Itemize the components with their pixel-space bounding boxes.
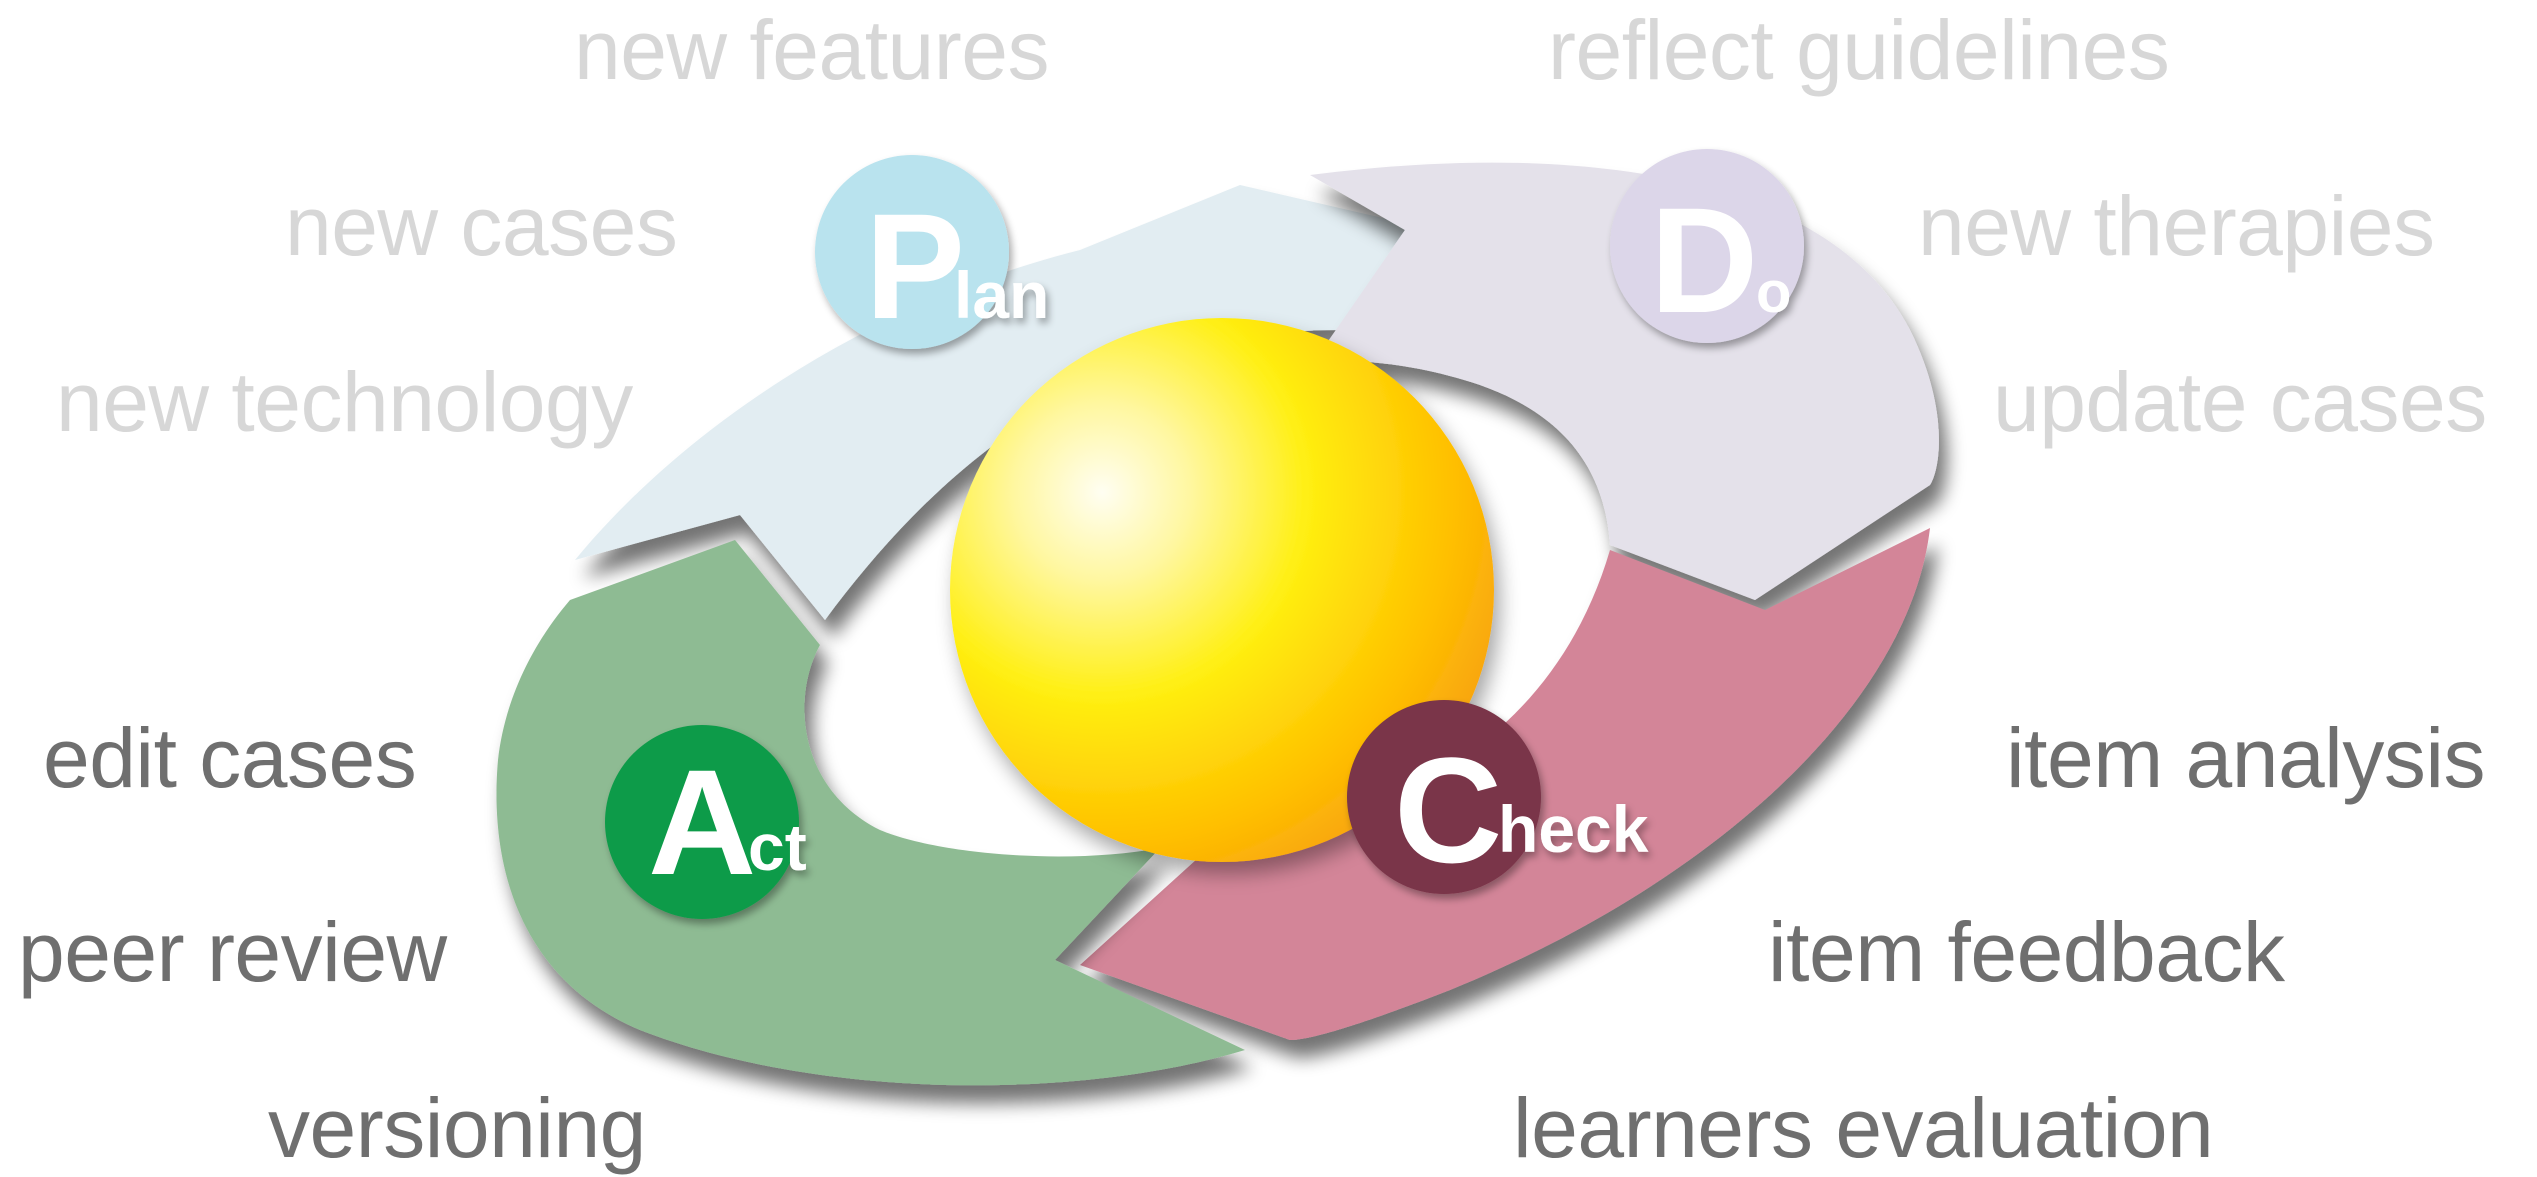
act-badge-suffix: ct xyxy=(748,810,807,884)
label-new-technology: new technology xyxy=(56,355,633,449)
check-badge: C heck xyxy=(1347,700,1649,894)
label-new-features: new features xyxy=(574,3,1049,97)
act-badge: A ct xyxy=(605,725,807,919)
label-item-feedback: item feedback xyxy=(1768,905,2285,999)
label-reflect-guidelines: reflect guidelines xyxy=(1548,3,2170,97)
center-sphere xyxy=(950,318,1494,862)
label-versioning: versioning xyxy=(268,1081,646,1175)
label-peer-review: peer review xyxy=(18,905,447,999)
do-badge-suffix: o xyxy=(1756,260,1791,325)
plan-badge: P lan xyxy=(815,155,1049,350)
check-badge-letter: C xyxy=(1394,726,1502,894)
do-badge-letter: D xyxy=(1650,176,1758,344)
label-update-cases: update cases xyxy=(1993,355,2487,449)
plan-arrow xyxy=(575,185,1435,620)
check-badge-suffix: heck xyxy=(1498,792,1649,866)
plan-badge-letter: P xyxy=(865,182,965,350)
label-item-analysis: item analysis xyxy=(2006,711,2486,805)
label-new-cases: new cases xyxy=(285,179,678,273)
label-new-therapies: new therapies xyxy=(1918,179,2435,273)
label-edit-cases: edit cases xyxy=(43,711,417,805)
act-arrow xyxy=(496,540,1246,1086)
label-learners-evaluation: learners evaluation xyxy=(1513,1081,2214,1175)
plan-badge-suffix: lan xyxy=(954,258,1049,332)
do-badge: D o xyxy=(1610,149,1804,344)
act-badge-letter: A xyxy=(648,738,756,906)
